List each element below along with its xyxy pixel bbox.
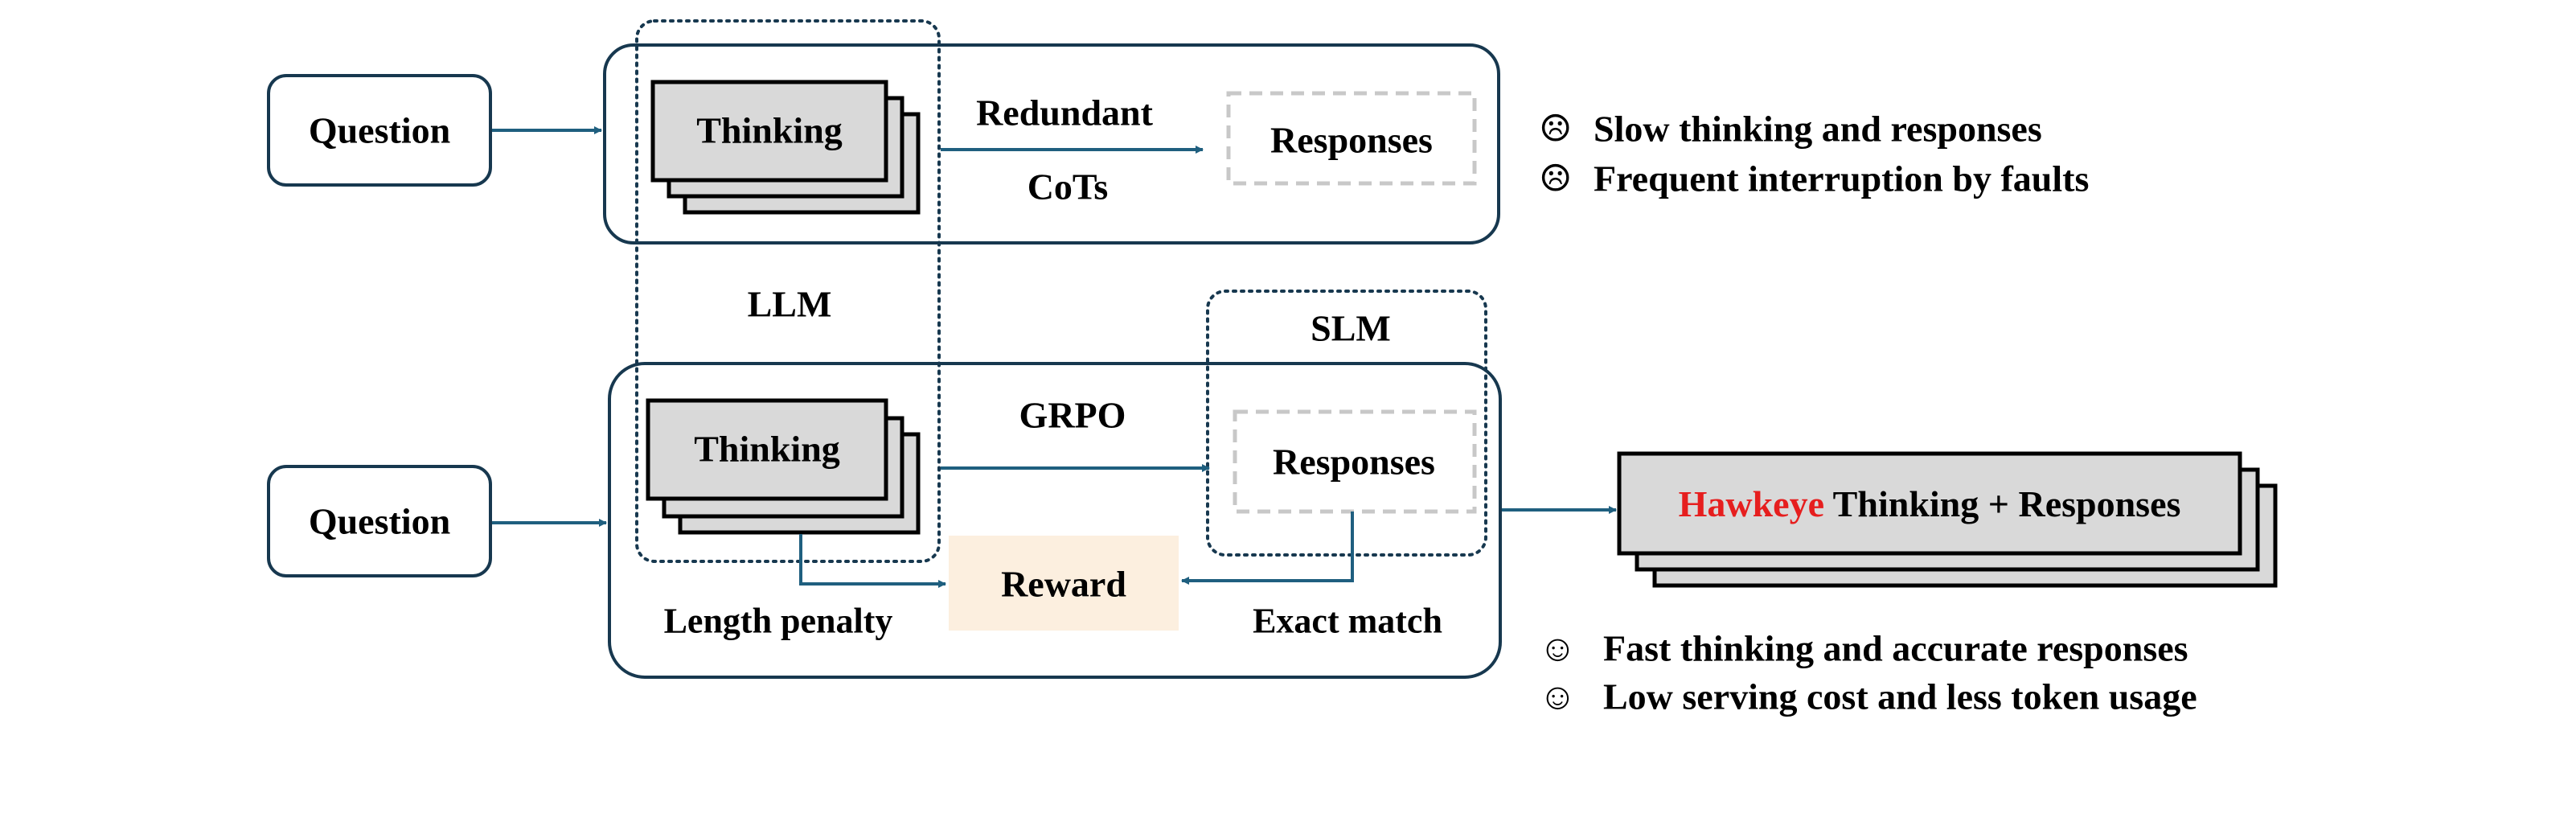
- slm-label: SLM: [1311, 308, 1391, 349]
- question-label-bottom: Question: [309, 501, 450, 542]
- output-label-rest: Thinking + Responses: [1824, 483, 2180, 524]
- output-label: Hawkeye Thinking + Responses: [1679, 483, 2181, 524]
- bottom-note-2-text: Low serving cost and less token usage: [1603, 676, 2197, 717]
- top-note-2: ☹ Frequent interruption by faults: [1539, 158, 2089, 199]
- thinking-label-bottom: Thinking: [694, 429, 840, 470]
- sad-face-icon: ☹: [1539, 109, 1572, 150]
- top-panel: [603, 43, 1500, 244]
- question-box-bottom: Question: [267, 465, 492, 577]
- bottom-note-1-text: Fast thinking and accurate responses: [1603, 628, 2188, 669]
- edge-label-cots: CoTs: [1028, 166, 1109, 208]
- output-stack: Hawkeye Thinking + Responses: [1617, 451, 2278, 588]
- length-penalty-label: Length penalty: [664, 602, 893, 641]
- bottom-panel: [608, 362, 1502, 679]
- slm-region: [1206, 290, 1487, 557]
- question-label-top: Question: [309, 110, 450, 151]
- thinking-label-top: Thinking: [696, 110, 843, 151]
- arrow-exact-match: [1181, 512, 1354, 585]
- bottom-note-1: ☺ Fast thinking and accurate responses: [1539, 628, 2188, 669]
- top-note-2-text: Frequent interruption by faults: [1594, 158, 2089, 199]
- responses-box-top: Responses: [1226, 91, 1477, 186]
- responses-label-bottom: Responses: [1273, 442, 1435, 483]
- edge-label-redundant: Redundant: [976, 92, 1154, 134]
- thinking-stack-bottom: Thinking: [646, 398, 921, 535]
- exact-match-label: Exact match: [1253, 602, 1442, 641]
- responses-box-bottom: Responses: [1233, 409, 1477, 514]
- arrow-length-penalty: [799, 534, 946, 588]
- thinking-stack-top: Thinking: [650, 80, 921, 215]
- top-note-1-text: Slow thinking and responses: [1594, 109, 2042, 150]
- smile-face-icon: ☺: [1539, 676, 1577, 717]
- reward-label: Reward: [1001, 564, 1126, 605]
- bottom-note-2: ☺ Low serving cost and less token usage: [1539, 676, 2197, 717]
- question-box-top: Question: [267, 74, 492, 187]
- top-note-1: ☹ Slow thinking and responses: [1539, 109, 2042, 150]
- hawkeye-brand: Hawkeye: [1679, 483, 1824, 524]
- smile-face-icon: ☺: [1539, 628, 1577, 669]
- llm-region: [635, 19, 941, 563]
- sad-face-icon: ☹: [1539, 158, 1572, 199]
- llm-label: LLM: [748, 284, 832, 325]
- edge-label-grpo: GRPO: [1019, 395, 1126, 436]
- responses-label-top: Responses: [1270, 120, 1433, 161]
- reward-box: Reward: [949, 536, 1179, 631]
